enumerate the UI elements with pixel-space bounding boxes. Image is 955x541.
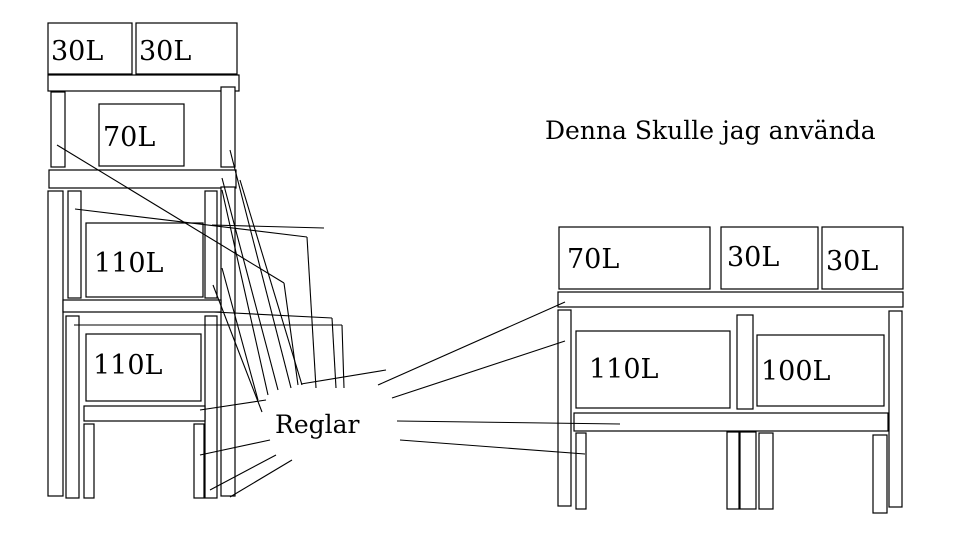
right-tank-30l-a-label: 30L	[727, 242, 779, 273]
right-tank-70l	[558, 226, 711, 290]
left-leg	[83, 423, 95, 499]
reglar-callout: Reglar	[56, 144, 621, 498]
left-tank-110l-upper-label: 110L	[94, 248, 164, 279]
left-shelf-4	[83, 405, 206, 422]
reglar-leader-line	[399, 439, 586, 455]
reglar-leader-line	[213, 311, 333, 319]
right-shelf-top	[557, 291, 904, 308]
left-tank-70l	[98, 103, 185, 167]
left-post	[204, 315, 218, 499]
right-leg	[758, 432, 774, 510]
right-shelf-bottom	[573, 412, 889, 432]
reglar-leader-line	[221, 189, 269, 396]
reglar-leader-line	[211, 224, 325, 229]
right-leg	[739, 431, 757, 510]
left-shelf-1	[47, 74, 240, 92]
left-post	[220, 86, 236, 168]
right-leg	[575, 432, 587, 510]
right-tank-100l	[756, 334, 885, 407]
reglar-leader-line	[74, 208, 308, 238]
left-tank-30l-a	[47, 22, 133, 75]
right-stand: Denna Skulle jag använda 70L 30L 30L 110…	[545, 116, 904, 514]
reglar-leader-line	[221, 267, 259, 401]
reglar-leader-line	[341, 324, 345, 389]
reglar-leader-line	[300, 369, 387, 385]
right-post	[888, 310, 903, 508]
left-post	[67, 190, 82, 299]
right-tank-30l-b	[821, 226, 904, 290]
reglar-leader-line	[306, 236, 317, 389]
left-post	[204, 190, 218, 299]
reglar-leader-line	[396, 420, 621, 425]
right-leg	[872, 434, 888, 514]
right-tank-30l-a	[720, 226, 819, 290]
reglar-leader-line	[377, 301, 566, 386]
reglar-leader-line	[229, 149, 292, 389]
reglar-leader-line	[199, 439, 271, 456]
left-post	[47, 190, 64, 497]
reglar-leader-line	[209, 454, 277, 491]
left-leg	[193, 423, 205, 499]
right-post	[736, 314, 754, 410]
reglar-leader-line	[239, 179, 303, 386]
left-tank-30l-b-label: 30L	[139, 36, 191, 67]
reglar-leader-line	[199, 399, 267, 411]
right-leg	[726, 431, 740, 510]
right-tank-100l-label: 100L	[761, 356, 831, 387]
reglar-leader-line	[283, 282, 299, 386]
reglar-leader-line	[212, 284, 263, 413]
left-tank-110l-upper	[85, 222, 204, 298]
left-tank-70l-label: 70L	[103, 122, 155, 153]
reglar-leader-line	[229, 459, 293, 498]
right-tank-110l	[575, 330, 731, 409]
left-tank-110l-lower	[85, 333, 202, 402]
left-tank-110l-lower-label: 110L	[93, 350, 163, 381]
reglar-leader-line	[331, 317, 337, 389]
left-post	[50, 91, 66, 168]
left-shelf-2	[48, 169, 237, 189]
left-tank-30l-b	[135, 22, 238, 75]
right-tank-110l-label: 110L	[589, 354, 659, 385]
caption: Denna Skulle jag använda	[545, 116, 876, 145]
reglar-leader-line	[56, 144, 285, 284]
left-shelf-3	[62, 299, 222, 313]
left-post	[65, 315, 80, 499]
right-tank-30l-b-label: 30L	[826, 246, 878, 277]
reglar-label: Reglar	[275, 410, 360, 439]
right-post	[557, 309, 572, 507]
reglar-leader-line	[391, 340, 566, 399]
right-tank-70l-label: 70L	[567, 244, 619, 275]
reglar-leader-line	[221, 177, 279, 391]
left-stack: 30L 30L 70L 110L 110L	[47, 22, 240, 499]
left-tank-30l-a-label: 30L	[51, 36, 103, 67]
